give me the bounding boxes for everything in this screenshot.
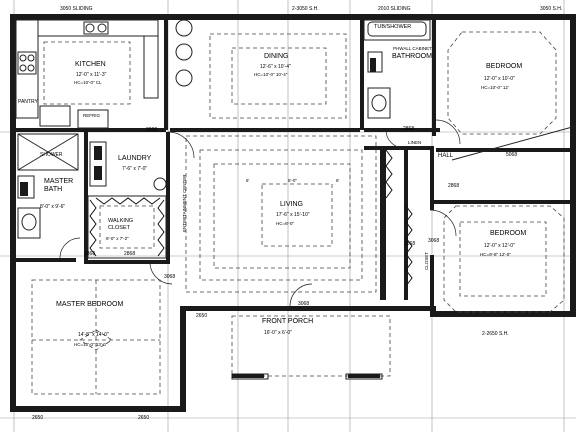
- room-label: BEDROOM: [490, 230, 527, 237]
- entertainment-label: ENTERTAINMENT CENTER: [182, 174, 187, 232]
- window-label: 2650: [196, 313, 208, 319]
- room-label: LINEN: [408, 140, 422, 145]
- room-hc: HC=10'-0" 12': [481, 85, 509, 90]
- room-hc: HC=8'-0": [276, 221, 295, 226]
- room-label: BEDROOM: [486, 63, 523, 70]
- window-label: 2-3050 S.H.: [292, 6, 319, 12]
- door-label: 5068: [506, 152, 518, 158]
- bathroom-fixtures: [363, 19, 431, 119]
- tub-label: TUB/SHOWER: [374, 24, 412, 30]
- window-label: 2650: [32, 415, 44, 421]
- cabinet-label: PHWALL CABINET: [393, 46, 432, 51]
- room-dims: 14'-8" x 14'-0": [78, 332, 109, 338]
- room-dims: 12'-0" x 10'-0": [484, 76, 515, 82]
- exterior-walls: [10, 14, 576, 412]
- bedroom-top-ceiling: [447, 31, 557, 135]
- room-hc: HC=9'-8" 12'-0": [480, 252, 511, 257]
- room-dims: 17'-6" x 15'-10": [276, 212, 310, 218]
- dim-label: 5'-0": [288, 178, 297, 183]
- room-dims: 16'-0" x 6'-0": [264, 330, 292, 336]
- door-label: 2868: [124, 251, 136, 257]
- window-label: 3050 S.H.: [540, 6, 563, 12]
- room-label: KITCHEN: [75, 61, 106, 68]
- dim-label: 6': [246, 178, 250, 183]
- door-label: 2868: [403, 126, 415, 132]
- room-hc: HC=10'-0" 10'-4": [254, 72, 288, 77]
- interior-walls: [16, 20, 576, 311]
- room-dims: 12'-6" x 10'-4": [260, 64, 291, 70]
- master-bedroom-ceiling: [31, 279, 161, 395]
- room-label: BATHROOM: [392, 53, 432, 60]
- room-label: LIVING: [280, 201, 303, 208]
- window-label: 2-2650 S.H.: [482, 331, 509, 337]
- room-label: MASTER BATH: [44, 178, 74, 193]
- room-dims: 7'-6" x 7'-0": [122, 166, 148, 172]
- master-bath-fixtures: [17, 133, 79, 239]
- front-porch-area: [231, 315, 391, 380]
- door-label: 3068: [164, 274, 176, 280]
- room-dims: 8'-0" x 9'-6": [40, 204, 66, 210]
- room-label: DINING: [264, 53, 289, 60]
- door-swings: [59, 119, 576, 307]
- laundry-fixtures: [89, 141, 167, 191]
- room-hc: HC=10'-0" 13'-0": [74, 342, 108, 347]
- door-label: 3068: [428, 238, 440, 244]
- room-dims: 8'-0" x 7'-2": [106, 236, 129, 241]
- room-dims: 12'-0" x 11'-3": [76, 72, 107, 78]
- bedroom-right-ceiling: [443, 205, 565, 313]
- room-label: PANTRY: [18, 99, 38, 105]
- closet-label: CLOSET: [424, 251, 429, 270]
- room-label: WALKING CLOSET: [108, 218, 134, 231]
- living-ceiling: [185, 135, 377, 293]
- room-dims: 12'-0" x 12'-0": [484, 243, 515, 249]
- room-label: REFRIG: [83, 113, 101, 118]
- room-label: SHOWER: [40, 152, 63, 158]
- room-label: HALL: [438, 153, 454, 159]
- room-hc: HC=10'-0" CL: [74, 80, 102, 85]
- window-label: 3050 SLIDING: [60, 6, 93, 12]
- walking-closet-shelves: [87, 195, 167, 259]
- door-label: 3068: [146, 127, 158, 133]
- door-label: 2868: [448, 183, 460, 189]
- door-label: 2868: [84, 251, 96, 257]
- window-label: 2650: [138, 415, 150, 421]
- window-label: 2010 SLIDING: [378, 6, 411, 12]
- door-label: 2868: [404, 241, 416, 247]
- dining-ceiling: [209, 33, 347, 119]
- kitchen-counters: [15, 19, 193, 129]
- door-label: 3068: [298, 301, 310, 307]
- room-label: MASTER BEDROOM: [56, 301, 124, 308]
- right-closets: [385, 149, 413, 287]
- room-label: FRONT PORCH: [262, 318, 314, 325]
- room-label: LAUNDRY: [118, 155, 152, 162]
- dim-label: 6': [336, 178, 340, 183]
